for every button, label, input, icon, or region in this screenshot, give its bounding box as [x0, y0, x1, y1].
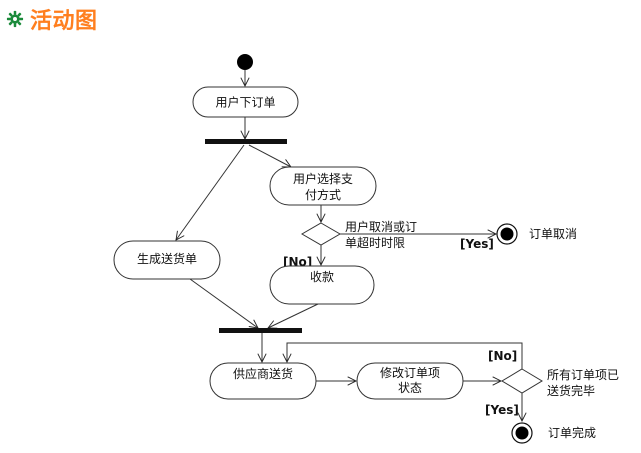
initial-state [237, 54, 253, 70]
final-state-completed [511, 422, 533, 444]
decision-cancel [301, 222, 341, 246]
edge-decision-loop-back [287, 342, 523, 369]
guard-no-complete: [No] [488, 349, 517, 363]
decision-cancel-condition-line1: 用户取消或订 [345, 219, 417, 234]
join-bar [219, 328, 302, 333]
edge-fork-to-generate-delivery [176, 144, 245, 240]
activity-generate-delivery-label: 生成送货单 [137, 251, 197, 266]
activity-modify-item-status-label-line2: 状态 [398, 381, 422, 395]
fork-bar [205, 139, 287, 144]
edge-fork-to-choose-payment [248, 144, 291, 167]
guard-yes-complete: [Yes] [485, 403, 519, 417]
final-state-cancelled [496, 223, 518, 245]
activity-collect-payment [269, 265, 375, 305]
activity-supplier-ship-label: 供应商送货 [233, 366, 293, 381]
final-state-completed-label: 订单完成 [548, 425, 596, 440]
decision-complete-condition-line2: 送货完毕 [547, 383, 595, 398]
edge-collect-to-join [268, 303, 319, 328]
decision-cancel-condition-line2: 单超时时限 [345, 235, 405, 250]
activity-place-order-label: 用户下订单 [215, 95, 275, 110]
activity-collect-payment-label: 收款 [310, 270, 334, 284]
final-state-cancelled-label: 订单取消 [529, 227, 577, 241]
activity-choose-payment-label-line1: 用户选择支 [293, 171, 353, 186]
activity-choose-payment [269, 166, 377, 206]
activity-modify-item-status-label-line1: 修改订单项 [380, 365, 440, 380]
gear-flower-icon [6, 10, 24, 28]
page-title: 活动图 [30, 9, 98, 34]
decision-complete [501, 368, 543, 394]
guard-yes-cancel: [Yes] [460, 237, 494, 251]
activity-generate-delivery [113, 240, 221, 280]
decision-complete-condition-line1: 所有订单项已 [547, 368, 619, 382]
edge-generate-delivery-to-join [189, 278, 258, 328]
slide-title: 活动图 [6, 4, 98, 34]
activity-choose-payment-label-line2: 付方式 [305, 187, 341, 202]
